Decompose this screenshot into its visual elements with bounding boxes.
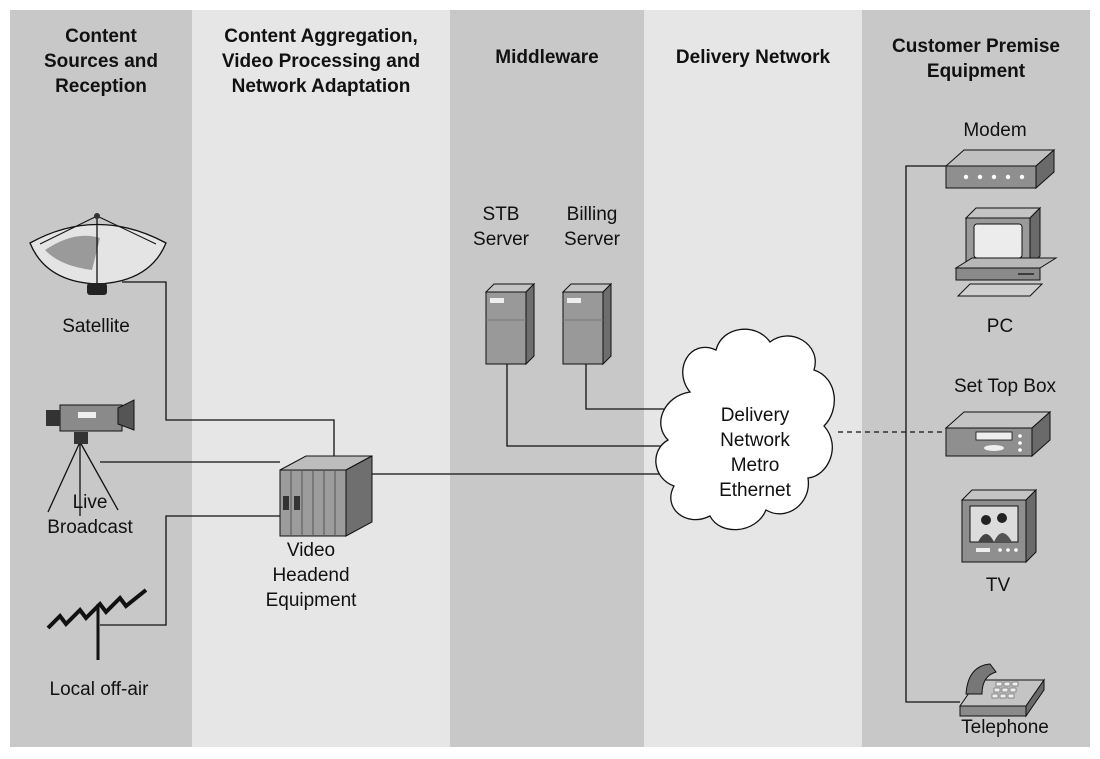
header-delivery-network: Delivery Network <box>644 45 862 70</box>
label-line: Video <box>286 540 336 561</box>
server-tower-icon-stb <box>484 282 536 366</box>
header-line: Sources and <box>43 51 159 72</box>
header-line: Video Processing and <box>221 51 421 72</box>
label-line: Server <box>564 229 620 250</box>
column-aggregation-bg <box>192 10 450 747</box>
label-line: Ethernet <box>719 480 791 501</box>
header-middleware: Middleware <box>450 45 644 70</box>
label-line: STB <box>482 204 520 225</box>
label-modem: Modem <box>940 118 1050 143</box>
label-line: TV <box>985 575 1011 596</box>
label-line: Network <box>720 430 790 451</box>
header-line: Network Adaptation <box>231 76 411 97</box>
headend-rack-icon <box>279 455 373 537</box>
label-set-top-box: Set Top Box <box>930 374 1080 399</box>
label-line: Local off-air <box>49 679 149 700</box>
modem-icon <box>944 148 1056 190</box>
column-middleware-bg <box>450 10 644 747</box>
header-line: Customer Premise <box>892 36 1060 57</box>
label-line: Equipment <box>265 590 357 611</box>
label-line: Server <box>473 229 529 250</box>
label-line: Set Top Box <box>953 376 1057 397</box>
header-content-aggregation: Content Aggregation, Video Processing an… <box>192 24 450 99</box>
label-local-off-air: Local off-air <box>24 677 174 702</box>
telephone-icon <box>959 663 1045 718</box>
label-line: Satellite <box>62 316 130 337</box>
line-modem-cpe-bus <box>905 165 960 703</box>
label-line: Billing <box>566 204 618 225</box>
cloud-icon <box>655 328 835 531</box>
label-line: Delivery <box>720 405 790 426</box>
header-line: Middleware <box>495 47 599 68</box>
header-line: Reception <box>55 76 147 97</box>
label-billing-server: Billing Server <box>552 202 632 252</box>
label-line: Modem <box>963 120 1027 141</box>
column-sources-bg <box>10 10 192 747</box>
label-line: Live <box>72 492 108 513</box>
header-line: Equipment <box>926 61 1026 82</box>
label-line: Broadcast <box>47 517 133 538</box>
label-live-broadcast: Live Broadcast <box>20 490 160 540</box>
header-customer-premise: Customer Premise Equipment <box>862 34 1090 84</box>
video-camera-icon <box>46 399 135 516</box>
antenna-icon <box>46 588 148 660</box>
label-line: PC <box>986 316 1014 337</box>
label-cloud: Delivery Network Metro Ethernet <box>700 403 810 503</box>
header-content-sources: Content Sources and Reception <box>10 24 192 99</box>
label-line: Metro <box>730 455 780 476</box>
header-line: Delivery Network <box>675 47 831 68</box>
label-tv: TV <box>958 573 1038 598</box>
column-cpe-bg <box>862 10 1090 747</box>
label-line: Headend <box>272 565 350 586</box>
tv-icon <box>960 488 1038 564</box>
pc-icon <box>954 206 1058 297</box>
line-satellite-headend <box>122 281 335 458</box>
line-stb-cloud <box>506 364 672 447</box>
label-video-headend: Video Headend Equipment <box>246 538 376 613</box>
header-line: Content Aggregation, <box>224 26 418 47</box>
label-stb-server: STB Server <box>466 202 536 252</box>
server-tower-icon-billing <box>561 282 613 366</box>
set-top-box-icon <box>944 410 1052 458</box>
header-line: Content <box>65 26 137 47</box>
satellite-dish-icon <box>29 213 167 295</box>
label-pc: PC <box>950 314 1050 339</box>
label-line: Telephone <box>961 717 1049 738</box>
line-billing-cloud <box>585 364 682 410</box>
label-satellite: Satellite <box>26 314 166 339</box>
label-telephone: Telephone <box>940 715 1070 740</box>
line-offair-headend <box>100 515 280 626</box>
